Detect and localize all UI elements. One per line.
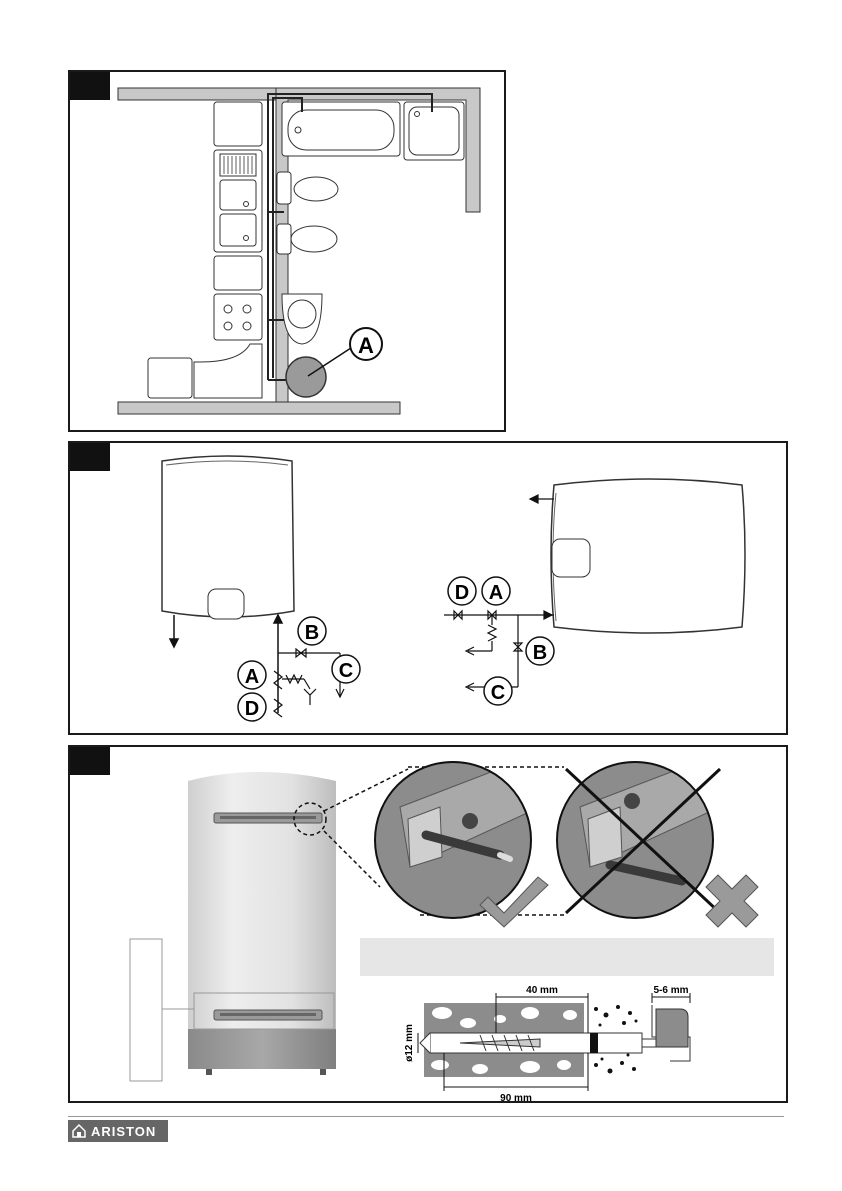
panel-connections: B C A D	[68, 441, 788, 735]
house-icon	[72, 1124, 86, 1138]
connections-drawing: B C A D	[70, 443, 790, 737]
heater-label-a: A	[358, 333, 374, 358]
note-box	[360, 938, 774, 976]
right-label-d: D	[455, 582, 469, 604]
left-label-a: A	[245, 666, 259, 688]
dim-diameter: ø12 mm	[404, 1024, 415, 1062]
mounting-drawing: 40 mm 90 mm 5-6 mm ø12 mm	[70, 747, 790, 1105]
floor-plan-drawing: A	[70, 72, 508, 434]
brand-name: ARISTON	[91, 1124, 156, 1139]
right-label-a: A	[489, 582, 503, 604]
panel-floor-plan: A	[68, 70, 506, 432]
right-label-c: C	[491, 682, 505, 704]
left-label-c: C	[339, 660, 353, 682]
panel-mounting: 40 mm 90 mm 5-6 mm ø12 mm	[68, 745, 788, 1103]
left-label-b: B	[305, 622, 319, 644]
ariston-logo: ARISTON	[68, 1120, 168, 1142]
dim-40mm: 40 mm	[526, 985, 558, 996]
dim-5-6mm: 5-6 mm	[653, 985, 688, 996]
right-label-b: B	[533, 642, 547, 664]
footer-rule	[68, 1116, 784, 1117]
dim-90mm: 90 mm	[500, 1093, 532, 1104]
left-label-d: D	[245, 698, 259, 720]
